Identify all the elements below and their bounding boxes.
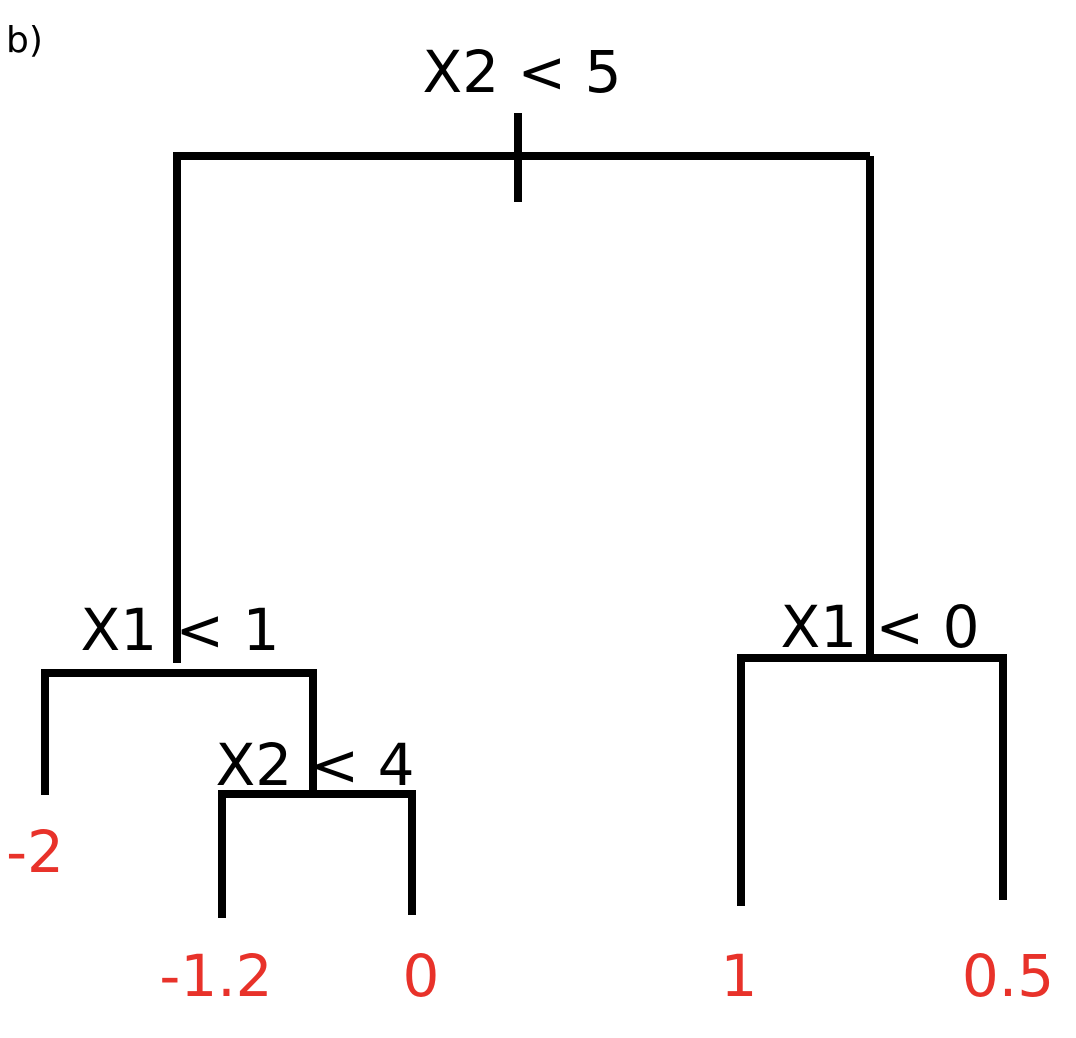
leaf-value-left-inner-right: 0 (403, 942, 440, 1010)
root-split-label: X2 < 5 (422, 38, 621, 106)
right-split-label: X1 < 0 (780, 593, 979, 661)
leaf-value-right-left: 1 (721, 942, 758, 1010)
leaf-value-right-right: 0.5 (962, 942, 1054, 1010)
left-inner-split-label: X2 < 4 (215, 731, 414, 799)
leaf-value-left-inner-left: -1.2 (159, 942, 272, 1010)
left-split-label: X1 < 1 (80, 596, 279, 664)
panel-label: b) (6, 20, 43, 61)
leaf-value-left-left: -2 (6, 818, 64, 886)
